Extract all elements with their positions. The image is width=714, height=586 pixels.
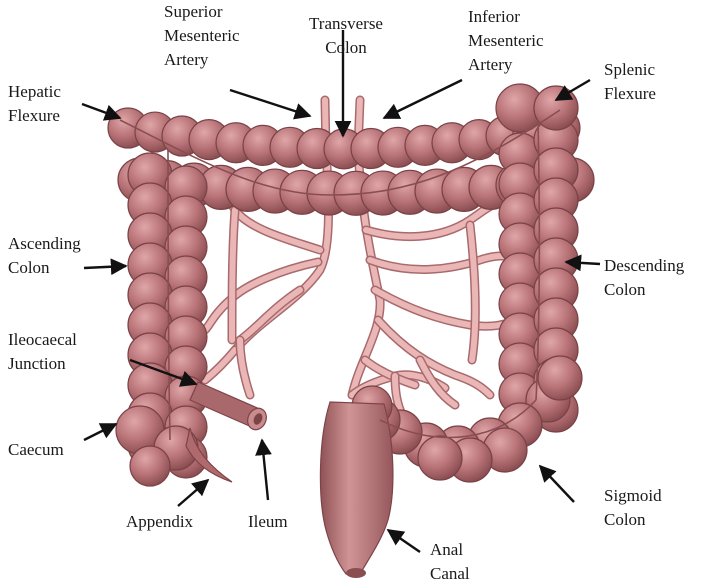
label-line: Artery [164,50,209,69]
label-anal-canal: Anal Canal [430,538,470,586]
label-line: Ileocaecal [8,330,77,349]
label-superior-mesenteric-artery: Superior Mesenteric Artery [164,0,240,72]
appendix-shape [185,427,233,483]
colon-haustra [107,83,595,487]
label-line: Inferior [468,7,520,26]
label-inferior-mesenteric-artery: Inferior Mesenteric Artery [468,5,544,77]
label-sigmoid-colon: Sigmoid Colon [604,484,662,532]
vessel-branch [375,317,493,398]
pointer-arrow [382,78,463,120]
label-line: Colon [325,38,367,57]
haustrum [537,355,583,401]
label-line: Colon [8,258,50,277]
label-line: Colon [604,280,646,299]
label-caecum: Caecum [8,438,64,462]
label-line: Mesenteric [164,26,240,45]
taenia-band [535,119,541,401]
label-line: Transverse [309,14,383,33]
pointer-arrow [386,529,421,553]
label-line: Descending [604,256,685,275]
label-line: Caecum [8,440,64,459]
taenia-band [167,149,171,441]
pointer-arrow [538,464,575,503]
label-descending-colon: Descending Colon [604,254,684,302]
vessel-branch [467,222,479,363]
label-line: Flexure [8,106,60,125]
taenia-coli [119,109,561,441]
pointer-arrow [229,88,312,120]
taenia-band [379,399,537,439]
label-line: Artery [468,55,513,74]
label-line: Superior [164,2,223,21]
label-line: Anal [430,540,464,559]
vessel-branch [229,207,238,343]
label-line: Canal [430,564,470,583]
vessel-branch [202,347,238,383]
pointer-arrow [255,438,272,501]
vessel-branch [417,357,458,408]
label-ileum: Ileum [248,510,288,534]
pointer-arrow [83,258,128,276]
pointer-arrow [177,478,210,507]
label-line: Sigmoid [604,486,662,505]
label-line: Flexure [604,84,656,103]
label-transverse-colon: Transverse Colon [306,12,386,60]
pointer-arrow [129,358,198,387]
label-line: Appendix [126,512,194,531]
label-line: Junction [8,354,66,373]
haustrum [129,445,171,487]
label-ileocaecal-junction: Ileocaecal Junction [8,328,77,376]
label-ascending-colon: Ascending Colon [8,232,81,280]
vessel-branch [372,287,518,330]
label-line: Splenic [604,60,655,79]
rectum-shape [319,401,394,578]
pointer-arrow [81,102,122,121]
label-line: Ascending [8,234,81,253]
vessel-branch [237,287,303,343]
label-line: Ileum [248,512,288,531]
pointer-arrow [554,78,591,102]
label-line: Mesenteric [468,31,544,50]
haustrum [417,435,463,481]
label-splenic-flexure: Splenic Flexure [604,58,656,106]
label-line: Hepatic [8,82,61,101]
label-appendix: Appendix [126,510,193,534]
label-line: Colon [604,510,646,529]
ileum-tube [189,381,267,431]
taenia-band [119,109,561,196]
mesenteric-vessels [200,95,520,420]
label-hepatic-flexure: Hepatic Flexure [8,80,61,128]
pointer-arrow [83,422,118,442]
pointer-arrow [564,254,601,272]
vessel-branch [237,337,253,398]
pointer-arrows [81,30,601,553]
vessel-branch [362,357,418,388]
